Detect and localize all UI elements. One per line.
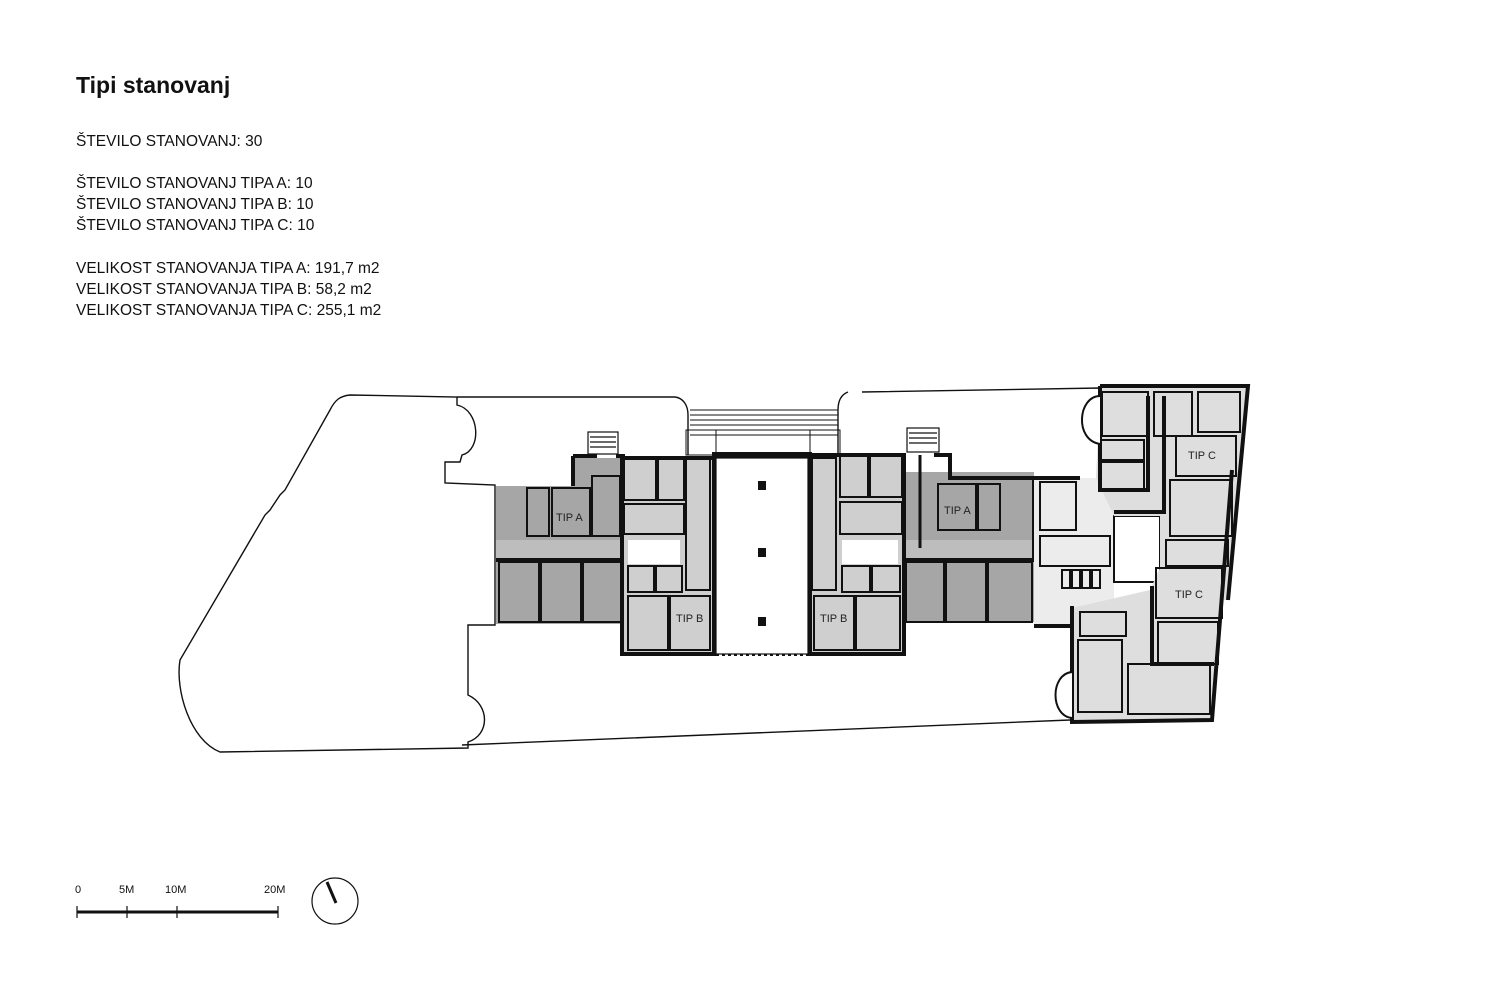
count-type-c: ŠTEVILO STANOVANJ TIPA C: 10: [76, 217, 315, 234]
count-type-b: ŠTEVILO STANOVANJ TIPA B: 10: [76, 196, 314, 213]
unit-type-a-right: [902, 453, 1036, 623]
entrance-steps: [685, 409, 841, 456]
label-tip-b-right: TIP B: [820, 613, 847, 625]
unit-type-c-bottom: [1054, 469, 1234, 725]
size-type-b: VELIKOST STANOVANJA TIPA B: 58,2 m2: [76, 281, 372, 298]
unit-type-a-left: [496, 454, 626, 624]
stair-towers: [587, 427, 940, 455]
apartment-total: ŠTEVILO STANOVANJ: 30: [76, 131, 262, 152]
north-arrow-icon: [311, 877, 359, 925]
scale-label-20m: 20M: [264, 884, 286, 896]
label-tip-a-left: TIP A: [556, 512, 583, 524]
circulation-core: [1034, 476, 1161, 628]
page-title: Tipi stanovanj: [76, 72, 231, 98]
size-type-a: VELIKOST STANOVANJA TIPA A: 191,7 m2: [76, 260, 380, 277]
label-tip-c-bottom: TIP C: [1175, 589, 1203, 601]
count-type-a: ŠTEVILO STANOVANJ TIPA A: 10: [76, 175, 313, 192]
label-tip-a-right: TIP A: [944, 505, 971, 517]
scale-label-0: 0: [75, 884, 82, 896]
central-hall: [712, 452, 812, 656]
total-count-line: ŠTEVILO STANOVANJ: 30: [76, 133, 263, 150]
apartment-type-sizes: VELIKOST STANOVANJA TIPA A: 191,7 m2 VEL…: [76, 258, 381, 321]
scale-label-10m: 10M: [165, 884, 187, 896]
apartment-type-counts: ŠTEVILO STANOVANJ TIPA A: 10 ŠTEVILO STA…: [76, 173, 314, 236]
scale-label-5m: 5M: [119, 884, 135, 896]
label-tip-c-top: TIP C: [1188, 450, 1216, 462]
label-tip-b-left: TIP B: [676, 613, 703, 625]
scale-bar: [76, 906, 279, 918]
unit-type-b-right: [808, 453, 906, 656]
size-type-c: VELIKOST STANOVANJA TIPA C: 255,1 m2: [76, 302, 382, 319]
unit-type-c-top: [1081, 384, 1251, 601]
unit-type-b-left: [620, 456, 716, 656]
